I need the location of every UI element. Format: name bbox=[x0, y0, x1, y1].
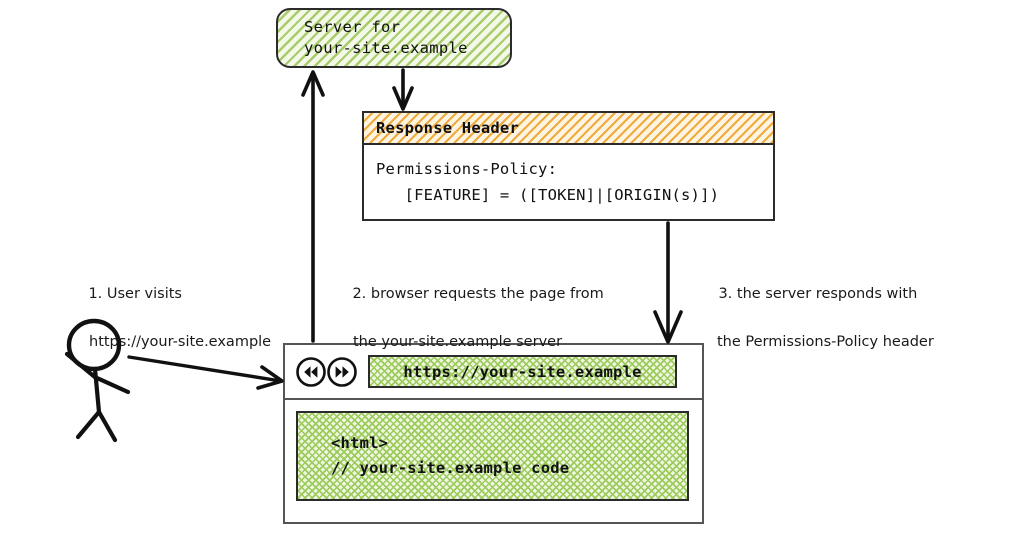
arrow-server-to-response-header bbox=[392, 68, 414, 111]
response-header-body: Permissions-Policy: [FEATURE] = ([TOKEN]… bbox=[364, 145, 773, 208]
response-header-title: Response Header bbox=[376, 119, 519, 137]
browser-nav-buttons bbox=[294, 355, 359, 389]
url-bar[interactable]: https://your-site.example bbox=[368, 355, 677, 388]
server-box-line-2: your-site.example bbox=[304, 39, 468, 57]
arrow-response-header-to-browser bbox=[653, 221, 683, 344]
permissions-policy-key: Permissions-Policy: bbox=[376, 160, 558, 178]
annotation-step-3-line-1: 3. the server responds with bbox=[718, 286, 918, 302]
stick-figure-leg-left bbox=[75, 409, 102, 440]
fast-forward-icon[interactable] bbox=[325, 355, 359, 389]
page-code-line-2: // your-site.example code bbox=[331, 459, 570, 477]
arrow-browser-to-server bbox=[301, 70, 325, 343]
permissions-policy-value: [FEATURE] = ([TOKEN]|[ORIGIN(s)]) bbox=[376, 186, 720, 204]
response-header-titlebar: Response Header bbox=[364, 113, 773, 145]
annotation-step-2-line-1: 2. browser requests the page from bbox=[352, 286, 604, 302]
annotation-step-3-line-2: the Permissions-Policy header bbox=[717, 334, 934, 350]
annotation-step-3: 3. the server responds with the Permissi… bbox=[700, 258, 934, 402]
server-box-line-1: Server for bbox=[304, 18, 401, 36]
annotation-step-2: 2. browser requests the page from the yo… bbox=[334, 258, 604, 402]
annotation-step-1-line-2: https://your-site.example bbox=[89, 334, 272, 350]
rewind-icon[interactable] bbox=[294, 355, 328, 389]
browser-window: https://your-site.example <html> // your… bbox=[283, 343, 704, 524]
page-code-block: <html> // your-site.example code bbox=[296, 411, 689, 501]
annotation-step-1: 1. User visits https://your-site.example bbox=[70, 258, 271, 402]
response-header-box: Response Header Permissions-Policy: [FEA… bbox=[362, 111, 775, 221]
page-code-line-1: <html> bbox=[331, 434, 389, 452]
annotation-step-1-line-1: 1. User visits bbox=[88, 286, 182, 302]
browser-content-area: <html> // your-site.example code bbox=[285, 400, 702, 501]
annotation-step-2-line-2: the your-site.example server bbox=[353, 334, 563, 350]
server-box: Server for your-site.example bbox=[276, 8, 512, 68]
url-text: https://your-site.example bbox=[403, 362, 642, 381]
stick-figure-leg-right bbox=[96, 409, 118, 443]
browser-toolbar: https://your-site.example bbox=[285, 345, 702, 400]
